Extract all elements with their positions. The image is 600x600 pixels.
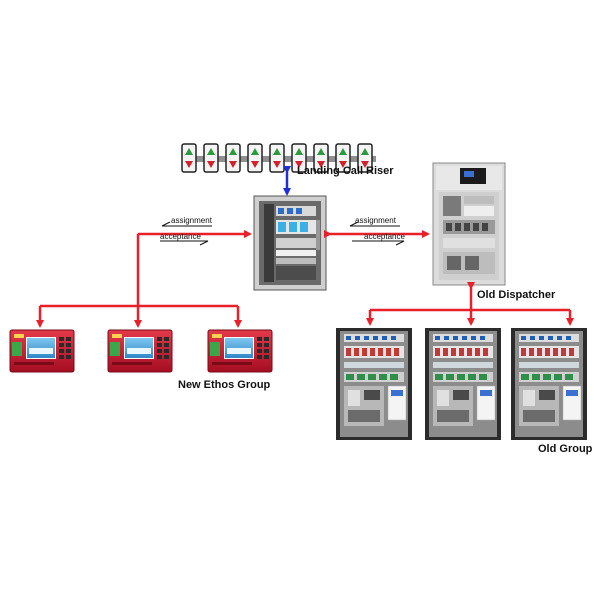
assignment-label-right: assignment [355, 216, 396, 225]
ethos-controller-board [107, 329, 173, 373]
ethos-controller-board [207, 329, 273, 373]
call-button-icon [247, 143, 263, 173]
assignment-label-left: assignment [171, 216, 212, 225]
handshake-arrows [160, 221, 405, 246]
landing-call-riser-label: Landing Call Riser [297, 165, 394, 177]
landing-call-riser [181, 143, 376, 173]
acceptance-label-left: acceptance [160, 232, 201, 241]
call-button-icon [203, 143, 219, 173]
old-group-label: Old Group [538, 443, 593, 455]
old-group-cabinet [336, 328, 412, 440]
connectors [36, 230, 574, 328]
call-button-icon [181, 143, 197, 173]
central-controller-cabinet [253, 195, 327, 291]
call-button-icon [357, 143, 373, 173]
ethos-controller-board [9, 329, 75, 373]
old-group-cabinet [511, 328, 587, 440]
call-button-icon [269, 143, 285, 173]
old-group-cabinets [336, 328, 587, 440]
call-button-icon [291, 143, 307, 173]
call-button-icon [313, 143, 329, 173]
new-ethos-group-boards [9, 329, 273, 373]
old-dispatcher-label: Old Dispatcher [477, 289, 556, 301]
call-button-icon [335, 143, 351, 173]
acceptance-label-right: acceptance [364, 232, 405, 241]
call-button-icon [225, 143, 241, 173]
old-dispatcher-cabinet [432, 162, 506, 286]
new-ethos-group-label: New Ethos Group [178, 379, 271, 391]
old-group-cabinet [425, 328, 501, 440]
